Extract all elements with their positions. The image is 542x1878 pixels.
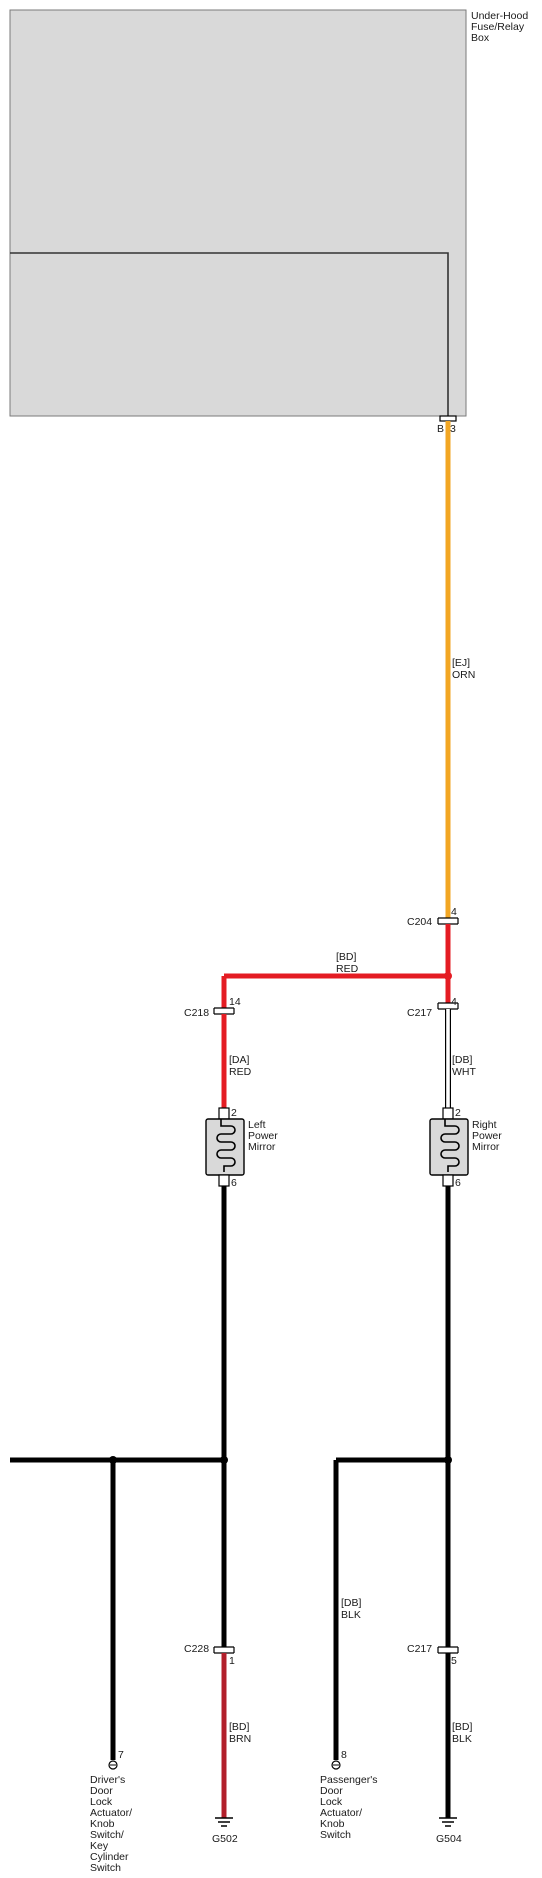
fuse-box-title-line-1: Under-Hood [471,10,528,22]
connector-c228-pin: 1 [229,1655,235,1667]
passenger-door-lock-switch: 8 Passenger's Door Lock Actuator/ Knob S… [320,1749,377,1841]
wire-bd-red: [BD] RED [221,924,452,1008]
wire-db-blk-code: [DB] [341,1597,362,1609]
connector-c218-pin: 14 [229,996,241,1008]
connector-c218-label: C218 [184,1007,209,1019]
fuse-box-internal-wire [10,252,449,416]
right-mirror-pin-bottom-label: 6 [455,1177,461,1189]
driver-switch-label-line-8: Cylinder [90,1851,129,1863]
ground-g502-label: G502 [212,1833,238,1845]
connector-c228-label: C228 [184,1643,209,1655]
right-mirror-heater-icon [440,1119,460,1172]
connector-c228: C228 1 [184,1643,235,1667]
fuse-box-pin-number: 3 [450,423,456,435]
right-mirror-label-line-1: Right [472,1119,497,1131]
left-mirror-label-line-2: Power [248,1130,278,1142]
ground-icon [215,1817,233,1827]
wire-bd-blk-color: BLK [452,1733,472,1745]
left-mirror-pin-bottom-label: 6 [231,1177,237,1189]
left-mirror-heater-icon [216,1119,236,1172]
ground-g504-label: G504 [436,1833,462,1845]
right-power-mirror: 2 6 Right Power Mirror [429,1107,502,1189]
ground-icon [439,1817,457,1827]
wire-bd-brn-code: [BD] [229,1721,250,1733]
connector-c204: C204 4 [407,906,459,928]
driver-switch-label-line-9: Switch [90,1862,121,1874]
connector-c217-bottom-label: C217 [407,1643,432,1655]
driver-switch-label-line-3: Lock [90,1796,113,1808]
right-mirror-label-line-2: Power [472,1130,502,1142]
splice-dot-red [444,972,452,980]
passenger-switch-label-line-6: Switch [320,1829,351,1841]
connector-c204-symbol [437,917,459,925]
driver-switch-label-line-6: Switch/ [90,1829,124,1841]
driver-switch-label-line-2: Door [90,1785,113,1797]
splice-dot-left-junction [220,1456,228,1464]
connector-c217-bottom: C217 5 [407,1643,459,1667]
driver-switch-label-line-5: Knob [90,1818,115,1830]
driver-switch-label-line-7: Key [90,1840,109,1852]
wire-bd-brn-color: BRN [229,1733,251,1745]
wire-bd-red-code: [BD] [336,951,357,963]
splice-dot-right-junction [444,1456,452,1464]
passenger-switch-label-line-5: Knob [320,1818,345,1830]
wire-da-color: RED [229,1066,252,1078]
wire-bd-blk-code: [BD] [452,1721,473,1733]
right-mirror-pin-bottom [442,1174,454,1187]
connector-c217-top-label: C217 [407,1007,432,1019]
fuse-box-title-line-2: Fuse/Relay [471,21,525,33]
driver-switch-label-line-1: Driver's [90,1774,125,1786]
driver-switch-label-line-4: Actuator/ [90,1807,132,1819]
fuse-box-title-line-3: Box [471,32,490,44]
wire-ground-left [10,1186,228,1760]
wire-db-wht-code: [DB] [452,1054,473,1066]
wire-ej-code: [EJ] [452,657,470,669]
fuse-box-pin-letter: B [437,423,444,435]
connector-c217-bottom-pin: 5 [451,1655,457,1667]
connector-c217-top: C217 4 [407,996,459,1019]
ground-g502: G502 [212,1817,238,1845]
passenger-switch-pin: 8 [341,1749,347,1761]
fuse-box-terminal [439,415,457,422]
connector-c204-label: C204 [407,916,432,928]
wire-ground-right: [DB] BLK [333,1186,452,1760]
passenger-switch-label-line-2: Door [320,1785,343,1797]
ground-g504: G504 [436,1817,462,1845]
wire-da-code: [DA] [229,1054,250,1066]
wire-db-blk-color: BLK [341,1609,361,1621]
passenger-switch-label-line-4: Actuator/ [320,1807,362,1819]
connector-c218: C218 14 [184,996,241,1019]
under-hood-fuse-relay-box: Under-Hood Fuse/Relay Box B 3 [9,9,528,435]
wire-bd-red-color: RED [336,963,359,975]
splice-dot-driver-branch [109,1456,117,1464]
wire-db-wht-color: WHT [452,1066,476,1078]
driver-switch-pin: 7 [118,1749,124,1761]
driver-door-lock-switch: 7 Driver's Door Lock Actuator/ Knob Swit… [90,1749,132,1874]
wire-ej-color: ORN [452,669,475,681]
right-mirror-label-line-3: Mirror [472,1141,500,1153]
right-mirror-pin-top-label: 2 [455,1107,461,1119]
fuse-box-outline [9,9,467,417]
right-mirror-pin-top [442,1107,454,1120]
left-mirror-label-line-3: Mirror [248,1141,276,1153]
left-power-mirror: 2 6 Left Power Mirror [205,1107,278,1189]
left-mirror-pin-top [218,1107,230,1120]
left-mirror-pin-bottom [218,1174,230,1187]
left-mirror-pin-top-label: 2 [231,1107,237,1119]
connector-c204-pin: 4 [451,906,457,918]
passenger-switch-label-line-3: Lock [320,1796,343,1808]
passenger-switch-label-line-1: Passenger's [320,1774,377,1786]
connector-c217-top-pin: 4 [451,996,457,1008]
left-mirror-label-line-1: Left [248,1119,266,1131]
